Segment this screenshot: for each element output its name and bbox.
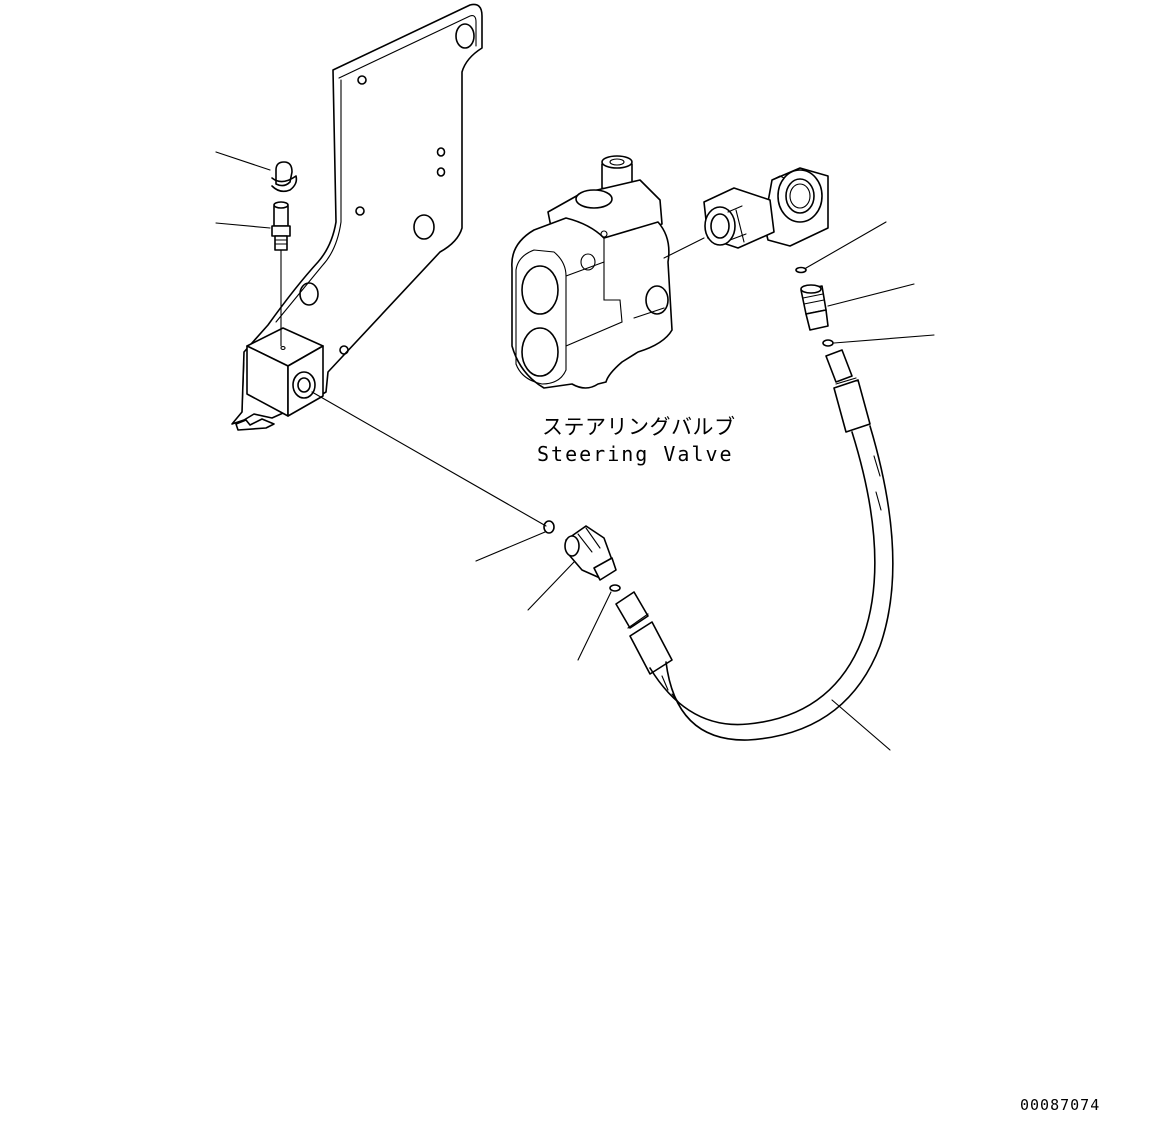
steering-valve-icon — [511, 155, 673, 389]
hose-icon — [615, 349, 894, 741]
figure-number: 00087074 — [1020, 1096, 1100, 1114]
elbow-fitting-icon — [703, 167, 829, 249]
grease-cap-icon — [271, 161, 298, 193]
lower-elbow-icon — [564, 525, 617, 581]
component-label-jp: ステアリングバルブ — [542, 415, 736, 439]
mounting-bracket-icon — [231, 3, 483, 431]
component-label-en: Steering Valve — [537, 442, 734, 466]
grease-nipple-icon — [271, 201, 291, 251]
mounting-block-icon — [246, 327, 324, 417]
o-ring-icon — [543, 266, 834, 592]
leader-lines — [215, 151, 935, 751]
adapter-icon — [800, 284, 829, 331]
